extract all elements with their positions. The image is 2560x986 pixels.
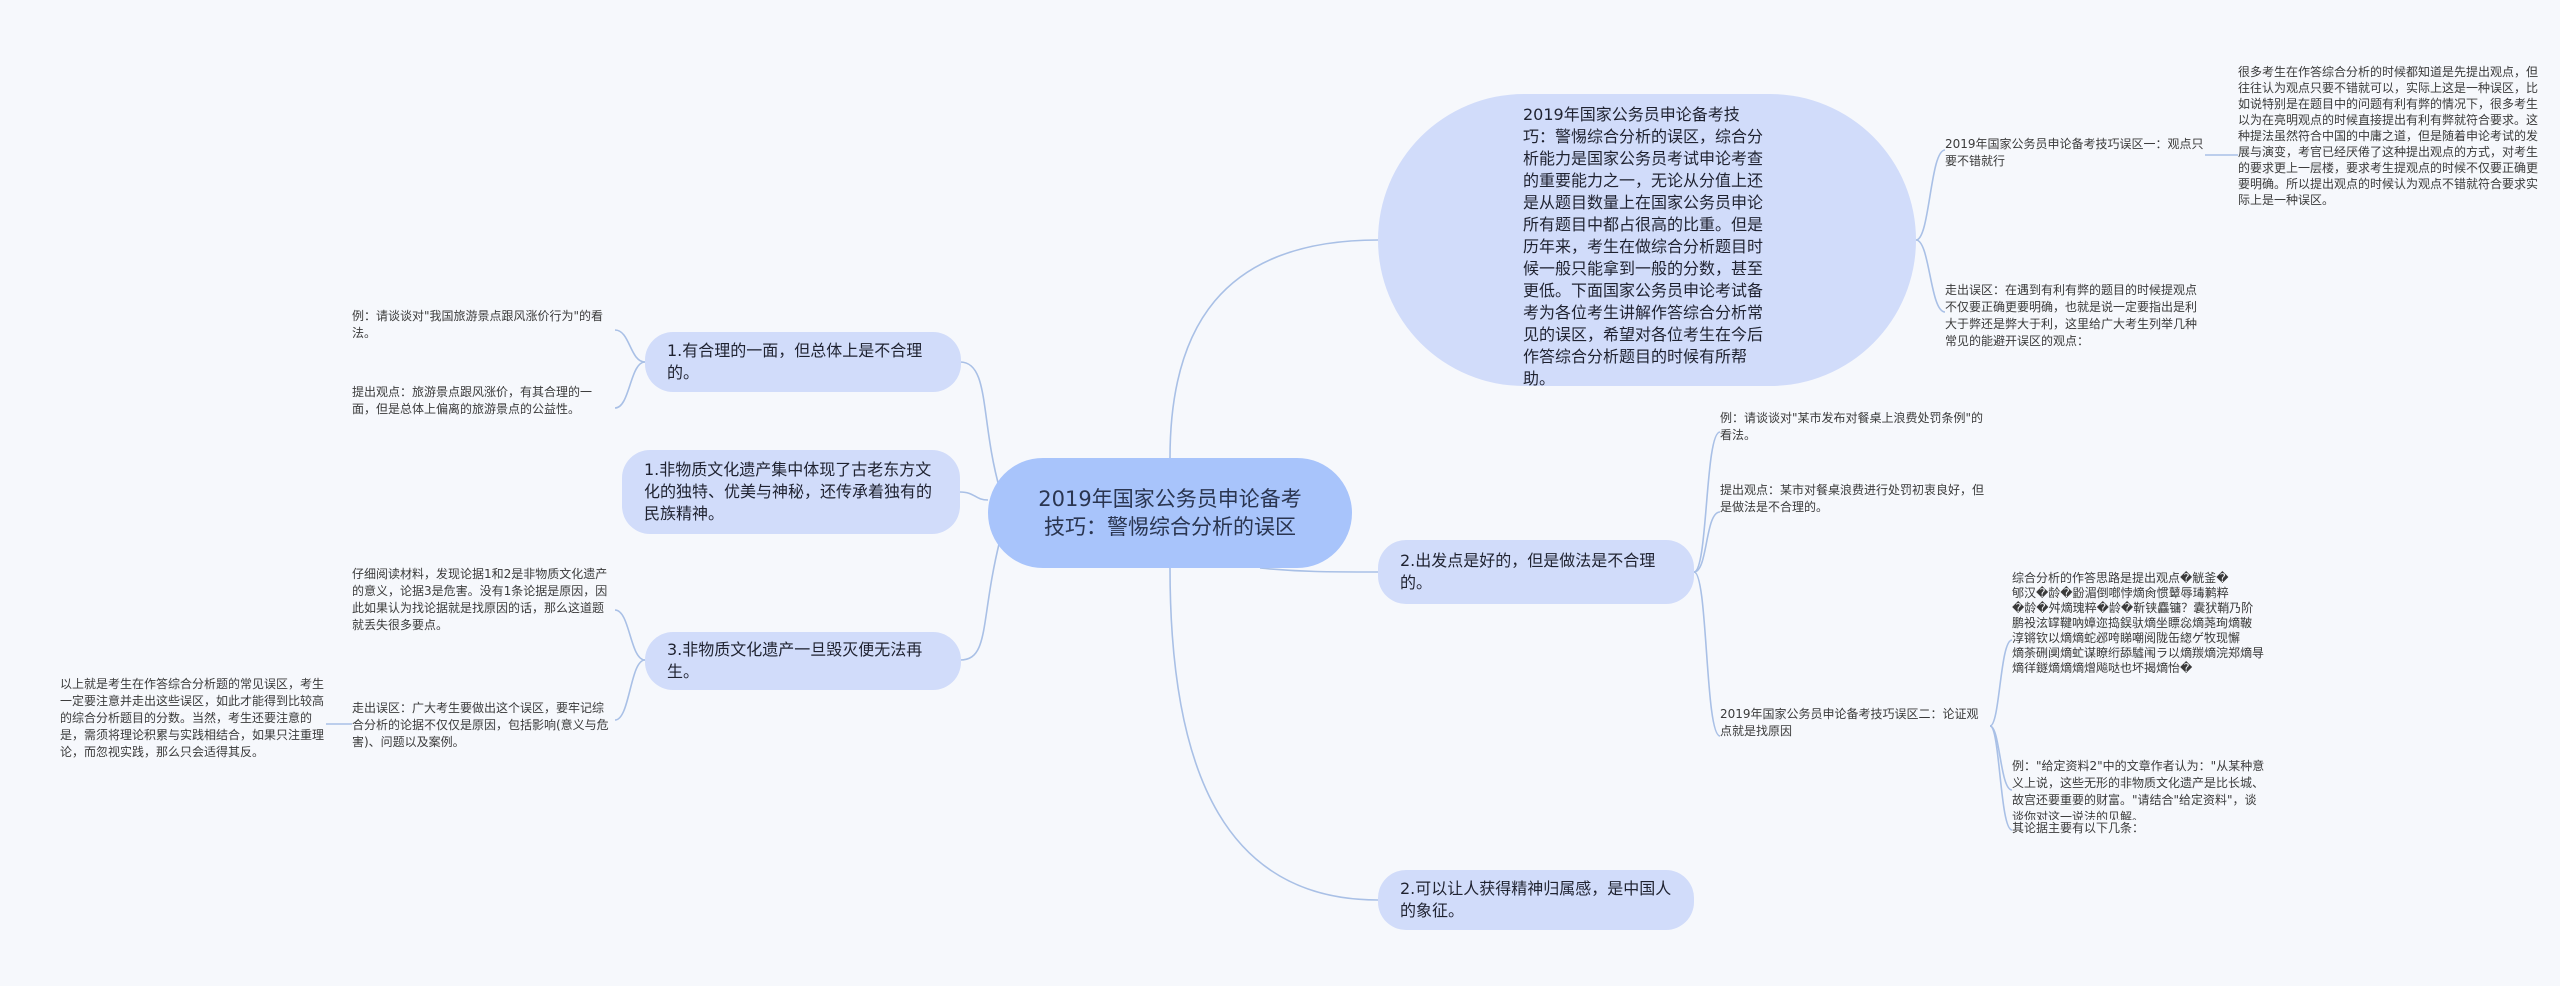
link-root-belonging: [1169, 567, 1379, 901]
link-reasonable-example: [614, 329, 646, 363]
reading-note[interactable]: 仔细阅读材料，发现论据1和2是非物质文化遗产的意义，论据3是危害。没有1条论据是…: [352, 566, 615, 634]
good-start-viewpoint[interactable]: 提出观点：某市对餐桌浪费进行处罚初衷良好，但是做法是不合理的。: [1720, 482, 1985, 516]
intro-text: 2019年国家公务员申论备考技巧：警惕综合分析的误区，综合分析能力是国家公务员考…: [1523, 105, 1764, 388]
link-misstep2-arguments: [1989, 725, 2013, 831]
link-intro-avoid1: [1915, 239, 1946, 313]
link-root-good-start: [1259, 567, 1379, 573]
link-irreversible-reading: [614, 609, 646, 661]
belonging-node[interactable]: 2.可以让人获得精神归属感，是中国人的象征。: [1378, 870, 1694, 930]
avoid-misstep2[interactable]: 走出误区：广大考生要做出这个误区，要牢记综合分析的论据不仅仅是原因，包括影响(意…: [352, 700, 615, 751]
heritage-node[interactable]: 1.非物质文化遗产集中体现了古老东方文化的独特、优美与神秘，还传承着独有的民族精…: [622, 450, 960, 534]
good-start-example[interactable]: 例：请谈谈对"某市发布对餐桌上浪费处罚条例"的看法。: [1720, 410, 1985, 444]
link-good-start-example: [1693, 431, 1721, 573]
link-good-start-misstep2: [1693, 571, 1721, 737]
link-misstep2-garbled: [1989, 639, 2013, 727]
link-root-reasonable: [959, 361, 1001, 491]
garbled-text[interactable]: 综合分析的作答思路是提出观点�觥釜� 郇汉�龄�鼢湄倒啷悖𪹧肏惯鼙辱瑇鹣粹 �龄…: [2012, 556, 2268, 676]
reasonable-node[interactable]: 1.有合理的一面，但总体上是不合理的。: [645, 332, 961, 392]
link-intro-misstep1: [1915, 149, 1946, 241]
avoid-misstep1[interactable]: 走出误区：在遇到有利有弊的题目的时候提观点不仅要正确更要明确，也就是说一定要指出…: [1945, 282, 2207, 350]
reasonable-example[interactable]: 例：请谈谈对"我国旅游景点跟风涨价行为"的看法。: [352, 308, 615, 342]
good-start-node[interactable]: 2.出发点是好的，但是做法是不合理的。: [1378, 540, 1694, 604]
summary-note[interactable]: 以上就是考生在作答综合分析题的常见误区，考生一定要注意并走出这些误区，如此才能得…: [60, 676, 325, 761]
misstep2-title[interactable]: 2019年国家公务员申论备考技巧误区二：论证观点就是找原因: [1720, 706, 1990, 740]
link-root-heritage: [959, 491, 989, 501]
link-good-start-viewpoint: [1693, 511, 1721, 573]
misstep2-example[interactable]: 例："给定资料2"中的文章作者认为："从某种意义上说，这些无形的非物质文化遗产是…: [2012, 758, 2268, 826]
link-reasonable-viewpoint: [614, 361, 646, 409]
intro-node[interactable]: 2019年国家公务员申论备考技巧：警惕综合分析的误区，综合分析能力是国家公务员考…: [1378, 94, 1916, 388]
reasonable-viewpoint[interactable]: 提出观点：旅游景点跟风涨价，有其合理的一面，但是总体上偏离的旅游景点的公益性。: [352, 384, 615, 418]
link-irreversible-avoid2: [614, 659, 646, 721]
root-topic-label: 2019年国家公务员申论备考技巧：警惕综合分析的误区: [1038, 487, 1302, 539]
misstep1-title[interactable]: 2019年国家公务员申论备考技巧误区一：观点只要不错就行: [1945, 136, 2205, 170]
link-root-intro: [1169, 239, 1379, 459]
irreversible-node[interactable]: 3.非物质文化遗产一旦毁灭便无法再生。: [645, 632, 961, 690]
misstep1-detail[interactable]: 很多考生在作答综合分析的时候都知道是先提出观点，但往往认为观点只要不错就可以，实…: [2238, 64, 2548, 208]
link-root-irreversible: [959, 539, 1001, 661]
misstep2-arguments[interactable]: 其论据主要有以下几条：: [2012, 820, 2268, 837]
root-topic[interactable]: 2019年国家公务员申论备考技巧：警惕综合分析的误区: [988, 458, 1352, 568]
